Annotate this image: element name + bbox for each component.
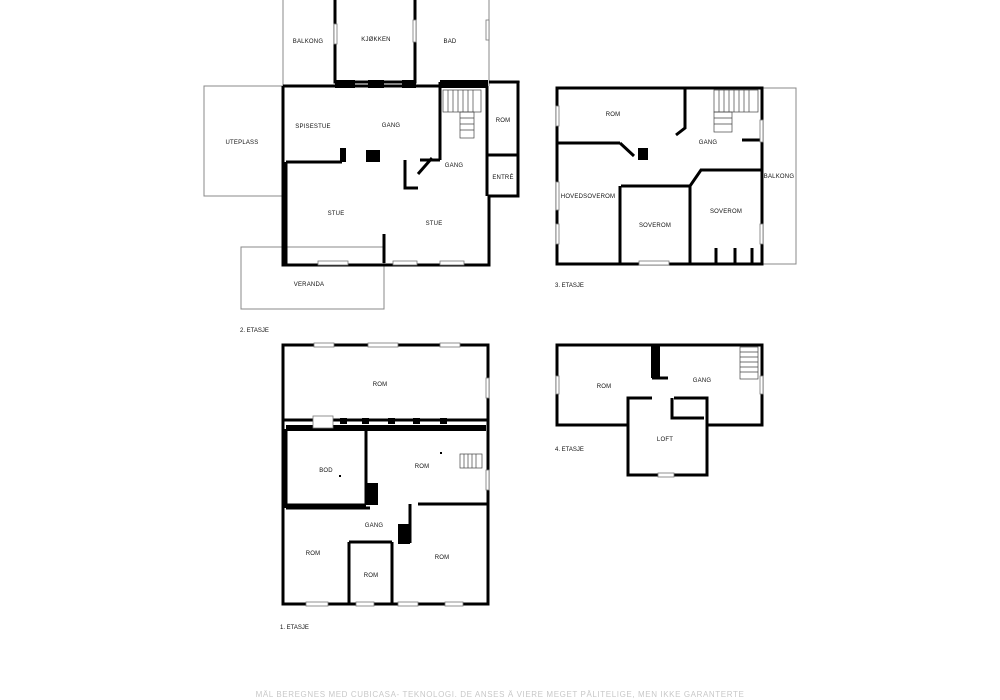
room-label: BOD [319,468,333,474]
floor-label: 4. ETASJE [555,447,584,453]
floor-label: 3. ETASJE [555,283,584,289]
room-label: KJØKKEN [361,37,390,43]
room-label: ENTRÉ [492,174,513,181]
room-label: STUE [426,221,443,227]
room-label: ROM [496,118,511,124]
room-label: ROM [415,464,430,470]
room-label: GANG [693,378,712,384]
floor-2-etasje: BALKONG KJØKKEN BAD UTEPLASS SPISESTUE G… [203,0,520,334]
room-label: VERANDA [294,282,324,288]
room-label: ROM [597,384,612,390]
floor-label: 2. ETASJE [240,328,269,334]
room-label: SPISESTUE [295,124,330,130]
room-label: ROM [373,382,388,388]
room-label: STUE [328,211,345,217]
room-label: GANG [382,123,401,129]
room-label: BAD [444,39,457,45]
room-label: LOFT [657,437,673,443]
room-label: ROM [306,551,321,557]
room-label: UTEPLASS [226,140,259,146]
room-label: SOVEROM [639,223,671,229]
room-label: HOVEDSOVEROM [561,194,615,200]
floor-3-etasje: ROM GANG HOVEDSOVEROM SOVEROM SOVEROM BA… [555,86,797,289]
floor-4-etasje: ROM GANG LOFT 4. ETASJE [555,343,764,478]
floor-1-etasje: ROM BOD ROM GANG ROM ROM ROM 1. ETASJE [280,342,490,631]
room-label: SOVEROM [710,209,742,215]
room-label: GANG [445,163,464,169]
room-label: ROM [364,573,379,579]
floor-label: 1. ETASJE [280,625,309,631]
room-label: BALKONG [293,39,324,45]
room-label: ROM [606,112,621,118]
room-label: BALKONG [764,174,795,180]
room-label: GANG [365,523,384,529]
room-label: GANG [699,140,718,146]
room-label: ROM [435,555,450,561]
disclaimer-footer: MÅL BEREGNES MED CUBICASA- TEKNOLOGI. DE… [255,690,745,699]
